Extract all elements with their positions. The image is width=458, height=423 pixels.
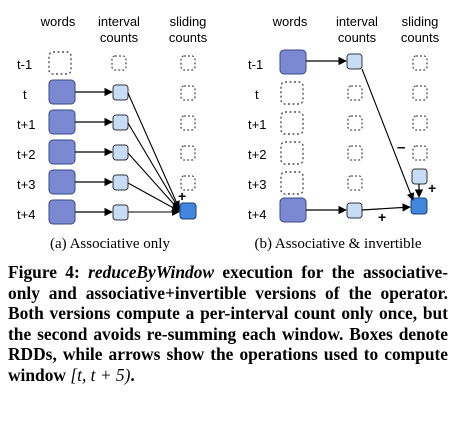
words-box-a-4 — [48, 169, 76, 195]
header-interval-a-line1: interval — [98, 14, 140, 29]
minus-sign-b: – — [397, 139, 405, 156]
empty-words-box-b-3 — [280, 141, 304, 165]
panel-b: words interval counts sliding counts t-1… — [248, 14, 440, 252]
plus-sign-b-right: + — [428, 180, 436, 196]
row-label-a-2: t+1 — [17, 117, 35, 132]
figure-label: Figure 4: — [8, 262, 80, 282]
arrow-a-c1 — [127, 92, 180, 209]
arrow-b-add — [361, 203, 411, 212]
empty-words-box-b-2 — [280, 111, 304, 135]
row-label-b-1: t — [255, 87, 259, 102]
header-words-a: words — [40, 14, 76, 29]
plus-sign-a: + — [178, 188, 186, 204]
header-sliding-b-line2: counts — [401, 30, 440, 45]
empty-interval-box-b-1 — [347, 85, 363, 101]
row-label-b-0: t-1 — [248, 57, 263, 72]
words-box-b-0 — [279, 49, 307, 75]
arrow-b-subtract — [361, 68, 415, 201]
empty-interval-box-b-2 — [347, 115, 363, 131]
empty-interval-box-b-4 — [347, 175, 363, 191]
empty-sliding-box-a-0 — [180, 55, 196, 71]
figure-caption: Figure 4: reduceByWindow execution for t… — [8, 262, 448, 386]
window-expression: [t, t + 5) — [70, 364, 131, 385]
interval-box-a-5 — [112, 204, 129, 221]
empty-words-box-a-0 — [48, 51, 72, 75]
empty-sliding-box-a-4 — [180, 175, 196, 191]
interval-box-b-0 — [346, 53, 363, 70]
sliding-box-b-prev — [411, 168, 428, 185]
row-label-a-5: t+4 — [17, 207, 35, 222]
empty-interval-box-a-0 — [111, 55, 127, 71]
words-box-a-1 — [48, 79, 76, 105]
interval-box-a-1 — [112, 84, 129, 101]
result-box-a — [179, 202, 197, 220]
header-interval-a-line2: counts — [100, 30, 139, 45]
row-label-b-4: t+3 — [248, 177, 266, 192]
empty-sliding-box-b-1 — [412, 85, 428, 101]
arrow-a-c2 — [127, 122, 180, 210]
header-sliding-b-line1: sliding — [402, 14, 439, 29]
plus-sign-b-bottom: + — [378, 209, 386, 225]
caption-panel-b: (b) Associative & invertible — [254, 236, 421, 252]
empty-sliding-box-a-2 — [180, 115, 196, 131]
header-sliding-a-line1: sliding — [170, 14, 207, 29]
header-interval-b-line2: counts — [338, 30, 377, 45]
row-label-b-5: t+4 — [248, 207, 266, 222]
header-interval-b-line1: interval — [336, 14, 378, 29]
panel-a: words interval counts sliding counts t-1… — [17, 14, 208, 252]
words-box-a-5 — [48, 199, 76, 225]
result-box-b — [410, 197, 428, 215]
row-label-b-2: t+1 — [248, 117, 266, 132]
empty-words-box-b-1 — [280, 81, 304, 105]
row-label-a-3: t+2 — [17, 147, 35, 162]
caption-panel-a: (a) Associative only — [50, 236, 170, 252]
row-label-a-1: t — [23, 87, 27, 102]
words-box-b-5 — [279, 197, 307, 223]
row-label-a-4: t+3 — [17, 177, 35, 192]
interval-box-a-4 — [112, 174, 129, 191]
empty-sliding-box-a-3 — [180, 145, 196, 161]
empty-sliding-box-b-3 — [412, 145, 428, 161]
row-label-b-3: t+2 — [248, 147, 266, 162]
interval-box-a-2 — [112, 114, 129, 131]
empty-interval-box-b-3 — [347, 145, 363, 161]
empty-words-box-b-4 — [280, 171, 304, 195]
arrow-a-c3 — [127, 152, 180, 211]
interval-box-b-5 — [346, 202, 363, 219]
empty-sliding-box-b-2 — [412, 115, 428, 131]
words-box-a-3 — [48, 139, 76, 165]
words-box-a-2 — [48, 109, 76, 135]
function-name: reduceByWindow — [88, 262, 215, 282]
header-words-b: words — [272, 14, 308, 29]
caption-period: . — [130, 364, 135, 385]
row-label-a-0: t-1 — [17, 57, 32, 72]
arrow-a-c4 — [127, 182, 180, 212]
empty-sliding-box-a-1 — [180, 85, 196, 101]
caption-text: execution for the associative-only and a… — [8, 262, 448, 385]
interval-box-a-3 — [112, 144, 129, 161]
empty-sliding-box-b-0 — [412, 55, 428, 71]
header-sliding-a-line2: counts — [169, 30, 208, 45]
